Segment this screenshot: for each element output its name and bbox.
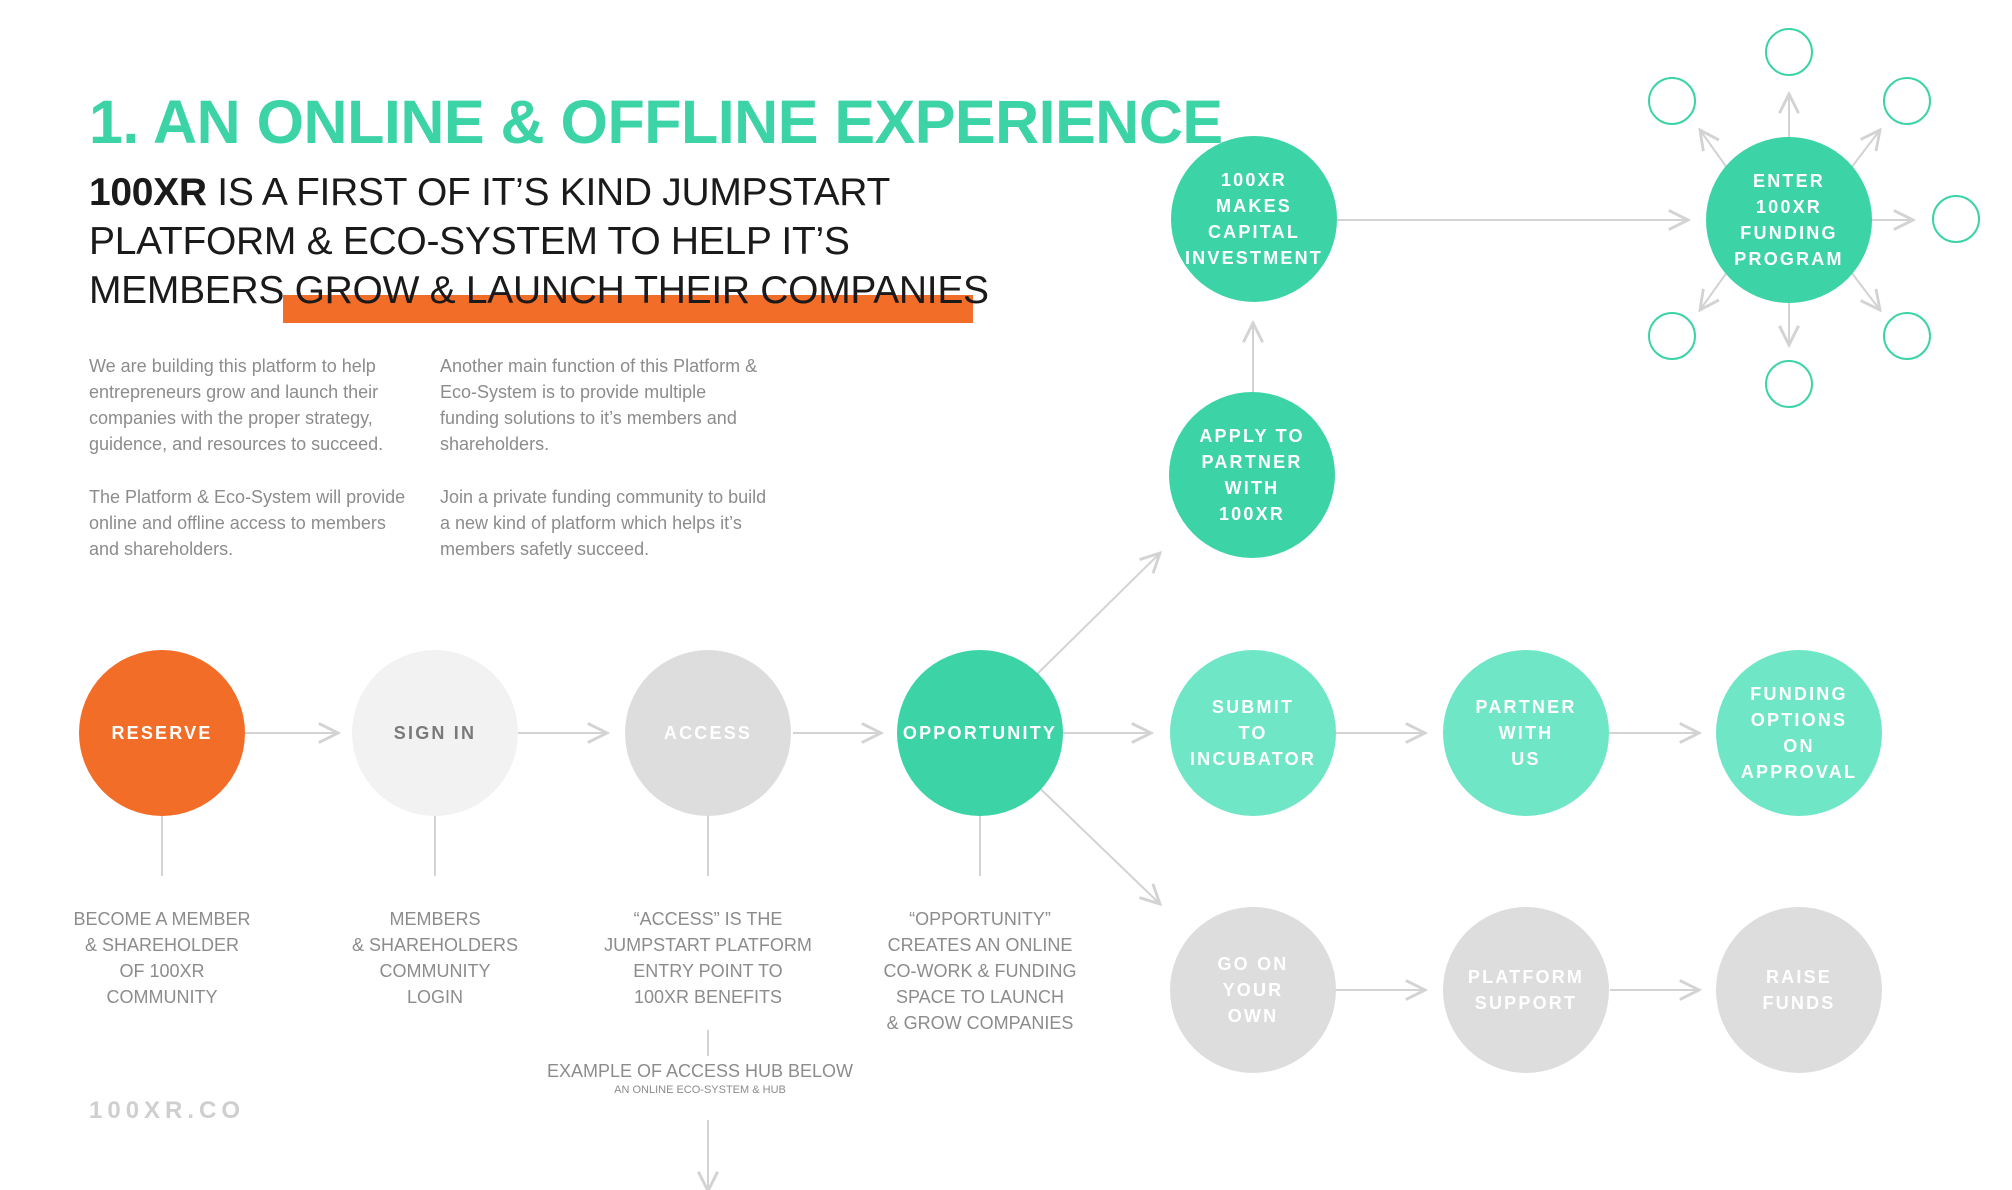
raise-funds-label: RAISE FUNDS — [1762, 967, 1836, 1013]
hub-ring-bottom-left — [1648, 312, 1696, 360]
partner-with-us-node: PARTNER WITH US — [1443, 650, 1609, 816]
submit-incubator-label: SUBMIT TO INCUBATOR — [1189, 697, 1317, 769]
spoke-top-right — [1847, 130, 1880, 173]
hub-ring-top-left — [1648, 77, 1696, 125]
hub-ring-bottom — [1765, 360, 1813, 408]
opportunity-node: OPPORTUNITY — [897, 650, 1063, 816]
hub-ring-bottom-right — [1883, 312, 1931, 360]
access-label: ACCESS — [663, 723, 753, 743]
arrow-opportunity-to-apply — [1022, 553, 1160, 689]
reserve-description: BECOME A MEMBER & SHAREHOLDER OF 100XR C… — [73, 909, 251, 1007]
go-on-your-own-node: GO ON YOUR OWN — [1170, 907, 1336, 1073]
intro-paragraph-3: Another main function of this Platform &… — [440, 356, 758, 454]
funding-options-label: FUNDING OPTIONS ON APPROVAL — [1740, 684, 1858, 782]
sign-in-node: SIGN IN — [352, 650, 518, 816]
spoke-bottom-left — [1700, 267, 1731, 310]
hub-ring-top — [1765, 28, 1813, 76]
access-node: ACCESS — [625, 650, 791, 816]
reserve-label: RESERVE — [111, 723, 213, 743]
funding-options-node: FUNDING OPTIONS ON APPROVAL — [1716, 650, 1882, 816]
spoke-bottom-right — [1847, 267, 1880, 310]
capital-investment-label: 100XR MAKES CAPITAL INVESTMENT — [1184, 170, 1323, 268]
platform-support-node: PLATFORM SUPPORT — [1443, 907, 1609, 1073]
intro-paragraph-4: Join a private funding community to buil… — [440, 487, 767, 559]
funding-program-node: ENTER 100XR FUNDING PROGRAM — [1706, 137, 1872, 303]
apply-to-partner-label: APPLY TO PARTNER WITH 100XR — [1199, 426, 1305, 524]
footer-url: 100XR.CO — [89, 1097, 246, 1124]
access-description: “ACCESS” IS THE JUMPSTART PLATFORM ENTRY… — [604, 909, 812, 1007]
arrow-opportunity-to-own — [1022, 771, 1160, 904]
reserve-node: RESERVE — [79, 650, 245, 816]
sign-in-label: SIGN IN — [393, 723, 477, 743]
subheading-line-3: MEMBERS — [89, 269, 295, 312]
opportunity-label: OPPORTUNITY — [902, 723, 1058, 743]
access-hub-title: EXAMPLE OF ACCESS HUB BELOW — [546, 1061, 854, 1081]
subheading-line-1: IS A FIRST OF IT’S KIND JUMPSTART — [206, 171, 890, 214]
go-on-your-own-label: GO ON YOUR OWN — [1217, 954, 1289, 1026]
hub-ring-right — [1932, 195, 1980, 243]
raise-funds-node: RAISE FUNDS — [1716, 907, 1882, 1073]
funding-program-label: ENTER 100XR FUNDING PROGRAM — [1734, 171, 1844, 269]
access-hub-note: EXAMPLE OF ACCESS HUB BELOW AN ONLINE EC… — [520, 1059, 880, 1097]
subheading-highlight: GROW & LAUNCH THEIR COMPANIES — [294, 269, 989, 312]
brand-name: 100XR — [89, 171, 207, 214]
platform-support-label: PLATFORM SUPPORT — [1467, 967, 1585, 1013]
apply-to-partner-node: APPLY TO PARTNER WITH 100XR — [1169, 392, 1335, 558]
access-hub-subtitle: AN ONLINE ECO-SYSTEM & HUB — [614, 1084, 786, 1096]
intro-paragraph-1: We are building this platform to help en… — [89, 356, 384, 454]
highlight-bar — [283, 295, 973, 323]
subheading: 100XR IS A FIRST OF IT’S KIND JUMPSTART … — [89, 168, 1029, 315]
submit-incubator-node: SUBMIT TO INCUBATOR — [1170, 650, 1336, 816]
capital-investment-node: 100XR MAKES CAPITAL INVESTMENT — [1171, 136, 1337, 302]
partner-with-us-label: PARTNER WITH US — [1475, 697, 1577, 769]
subheading-line-2: PLATFORM & ECO-SYSTEM TO HELP IT’S — [89, 220, 850, 263]
opportunity-description: “OPPORTUNITY” CREATES AN ONLINE CO-WORK … — [883, 909, 1077, 1033]
intro-paragraph-2: The Platform & Eco-System will provide o… — [89, 487, 406, 559]
page-title: 1. AN ONLINE & OFFLINE EXPERIENCE — [89, 88, 1223, 156]
sign-in-description: MEMBERS & SHAREHOLDERS COMMUNITY LOGIN — [351, 909, 519, 1007]
hub-ring-top-right — [1883, 77, 1931, 125]
